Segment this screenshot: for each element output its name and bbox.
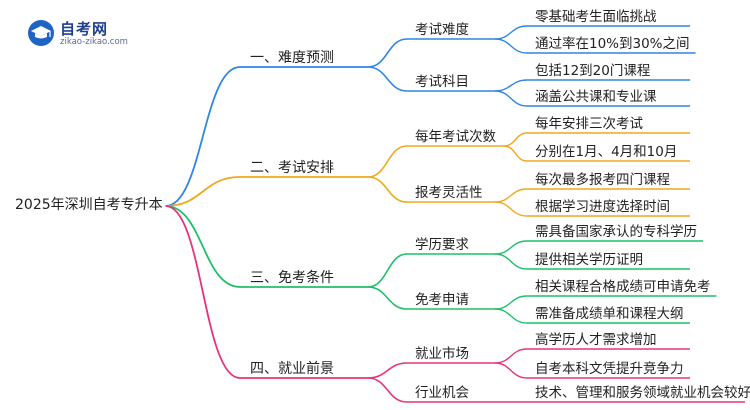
- child-node: 行业机会: [415, 385, 469, 401]
- edge-child-leaf: [494, 188, 528, 203]
- edge-branch-child: [367, 253, 408, 288]
- leaf-node: 包括12到20门课程: [535, 63, 650, 79]
- leaf-node: 涵盖公共课和专业课: [535, 89, 657, 105]
- edge-child-leaf: [494, 348, 528, 364]
- logo-name: 自考网: [60, 20, 109, 38]
- branch-node: 二、考试安排: [250, 160, 334, 176]
- mindmap-nodes: 2025年深圳自考专升本 一、难度预测 考试难度 零基础考生面临挑战通过率在10%到3…: [15, 8, 750, 401]
- graduation-cap-icon: [28, 20, 54, 46]
- edge-child-leaf: [494, 38, 528, 54]
- leaf-node: 技术、管理和服务领域就业机会较好: [535, 385, 750, 401]
- edge-child-leaf: [494, 253, 528, 270]
- leaf-node: 通过率在10%到30%之间: [535, 35, 690, 52]
- edge-root-branch: [165, 66, 241, 207]
- leaf-node: 分别在1月、4月和10月: [535, 144, 677, 160]
- leaf-node: 需准备成绩单和课程大纲: [535, 305, 684, 322]
- child-node: 报考灵活性: [415, 185, 483, 201]
- edge-branch-child: [367, 377, 408, 403]
- leaf-node: 自考本科文凭提升竞争力: [535, 360, 684, 377]
- mindmap-edges: [165, 25, 745, 403]
- edge-branch-child: [367, 362, 408, 379]
- child-node: 学历要求: [415, 237, 469, 253]
- child-node: 就业市场: [415, 345, 469, 362]
- edge-branch-child: [367, 286, 408, 310]
- leaf-node: 高学历人才需求增加: [535, 331, 657, 348]
- edge-root-branch: [165, 205, 241, 288]
- edge-child-leaf: [494, 308, 528, 324]
- edge-child-leaf: [494, 90, 528, 107]
- logo-url: zikao-zikao.com: [60, 37, 128, 47]
- edge-child-leaf: [494, 79, 528, 92]
- edge-branch-child: [367, 66, 408, 92]
- edge-branch-child: [367, 145, 408, 178]
- branch-node: 一、难度预测: [250, 50, 334, 66]
- edge-child-leaf: [494, 295, 528, 310]
- child-node: 免考申请: [415, 292, 469, 308]
- child-node: 考试难度: [415, 22, 469, 38]
- child-node: 每年考试次数: [415, 129, 496, 145]
- edge-branch-child: [367, 38, 408, 68]
- edge-branch-child: [367, 176, 408, 203]
- leaf-node: 每次最多报考四门课程: [535, 171, 670, 188]
- leaf-node: 零基础考生面临挑战: [535, 8, 657, 25]
- root-node: 2025年深圳自考专升本: [15, 197, 163, 213]
- edge-child-leaf: [503, 145, 528, 162]
- edge-root-branch: [165, 205, 241, 379]
- leaf-node: 根据学习进度选择时间: [535, 199, 670, 215]
- edge-child-leaf: [494, 362, 528, 379]
- edge-child-leaf: [494, 25, 528, 40]
- leaf-node: 每年安排三次考试: [535, 116, 643, 132]
- branch-node: 四、就业前景: [250, 360, 334, 377]
- edge-child-leaf: [494, 201, 528, 217]
- leaf-node: 提供相关学历证明: [535, 252, 643, 268]
- edge-root-branch: [165, 176, 241, 207]
- logo: 自考网 zikao-zikao.com: [28, 18, 148, 52]
- edge-child-leaf: [503, 132, 528, 147]
- child-node: 考试科目: [415, 74, 469, 90]
- edge-child-leaf: [494, 240, 528, 255]
- branch-node: 三、免考条件: [250, 269, 334, 286]
- leaf-node: 相关课程合格成绩可申请免考: [535, 279, 711, 295]
- leaf-node: 需具备国家承认的专科学历: [535, 223, 697, 240]
